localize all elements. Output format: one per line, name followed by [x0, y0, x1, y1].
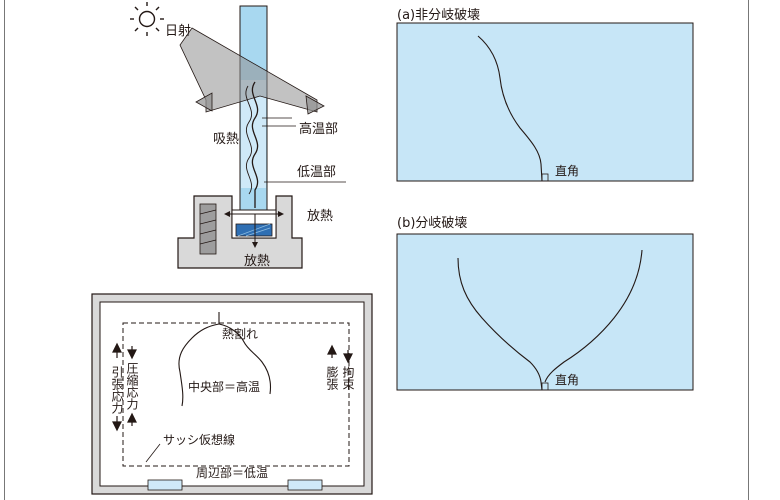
- reflect-arrow-left: [195, 92, 213, 112]
- screw: [199, 203, 217, 255]
- stress-arrows-left: [112, 342, 137, 432]
- panel-a-right-angle: [541, 173, 549, 182]
- setting-block-left: [147, 479, 183, 491]
- low-temp-label: 低温部: [297, 165, 336, 180]
- panel-b-crack-right: [544, 249, 643, 383]
- window-elevation: 熱割れ 中央部＝高温 サッシ仮想線 周辺部＝低温: [91, 293, 373, 495]
- page-border-right: [748, 0, 749, 500]
- panel-b-crack-left: [457, 257, 543, 391]
- panel-a-angle-label: 直角: [555, 164, 579, 178]
- right-col-2: 拘束: [341, 366, 355, 390]
- reflect-arrow-right: [305, 95, 325, 115]
- panel-a-title: (a)非分岐破壊: [397, 8, 480, 23]
- edge-label: 周辺部＝低温: [196, 465, 268, 480]
- left-col-2: 圧縮応力: [125, 362, 139, 410]
- high-temp-label: 高温部: [299, 121, 338, 137]
- left-col-1: 引張応力: [110, 366, 124, 414]
- sun-label: 日射: [165, 23, 191, 39]
- sun-icon: [130, 2, 164, 36]
- absorb-label: 吸熱: [213, 132, 239, 147]
- page-border-left: [4, 0, 5, 500]
- stress-arrows-right: [327, 344, 353, 364]
- thermal-crack: [178, 312, 220, 407]
- panel-b-title: (b)分岐破壊: [397, 216, 467, 231]
- heat-flow-wave: [251, 81, 259, 208]
- center-label: 中央部＝高温: [188, 379, 260, 394]
- panel-a: (a)非分岐破壊 直角: [396, 8, 694, 182]
- panel-b: (b)分岐破壊 直角: [396, 216, 694, 391]
- panel-b-glass: [396, 233, 694, 391]
- heat-flow-wave-2: [245, 85, 252, 195]
- right-col-1: 膨張: [325, 366, 339, 390]
- solar-cross-section: 日射: [130, 2, 346, 269]
- radiation-bottom-label: 放熱: [244, 254, 270, 269]
- window-glass: [99, 301, 365, 487]
- panel-a-glass: [396, 22, 694, 182]
- sash-imaginary-line: [122, 322, 350, 467]
- panel-b-right-angle: [541, 382, 549, 391]
- radiation-side-label: 放熱: [307, 209, 333, 224]
- crack-label: 熱割れ: [222, 326, 258, 341]
- panel-b-angle-label: 直角: [555, 373, 579, 387]
- panel-a-crack: [477, 35, 543, 182]
- sash-line-label: サッシ仮想線: [163, 432, 235, 447]
- setting-block-right: [287, 479, 323, 491]
